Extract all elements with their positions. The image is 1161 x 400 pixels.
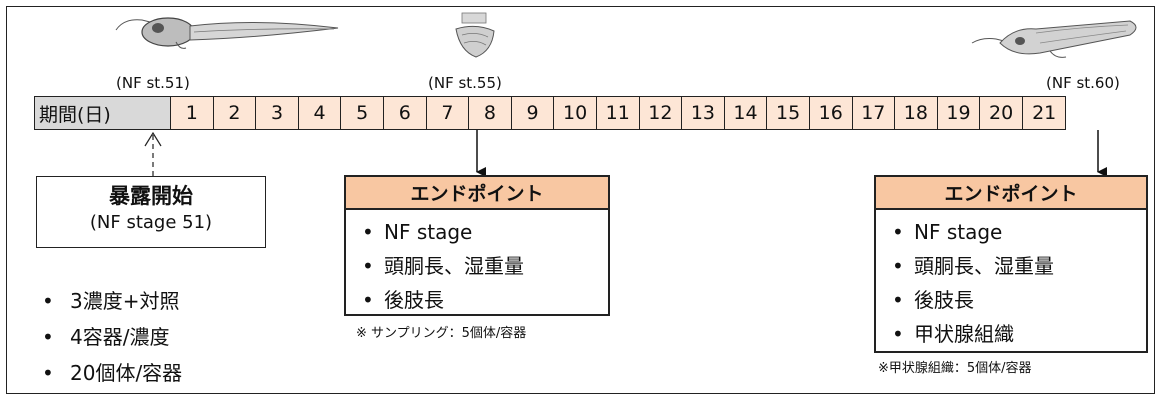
bullet-icon: •	[42, 361, 54, 385]
endpoint-items: • NF stage • 頭胴長、湿重量 • 後肢長	[346, 210, 608, 317]
endpoint-item-text: 後肢長	[914, 288, 974, 312]
stage-label-start: (NF st.51)	[116, 74, 190, 92]
endpoint-item-text: NF stage	[914, 220, 1003, 244]
endpoint-item-text: NF stage	[384, 220, 473, 244]
tadpole-stage51-icon	[115, 17, 339, 49]
endpoint-header: エンドポイント	[346, 177, 608, 210]
timeline-bar: 期間(日) 1 2 3 4 5 6 7 8 9 10 11 12 13 14 1…	[34, 96, 1067, 130]
list-item: • 後肢長	[892, 283, 1146, 317]
timeline-day-cell: 4	[298, 97, 342, 129]
timeline-day-cell: 10	[554, 97, 597, 129]
list-item: • 後肢長	[362, 283, 608, 317]
endpoint-header: エンドポイント	[876, 177, 1146, 210]
condition-text: 4容器/濃度	[70, 325, 170, 349]
sampling-note: ※ サンプリング：5個体/容器	[356, 326, 527, 341]
list-item: • 頭胴長、湿重量	[362, 249, 608, 283]
exposure-subtitle: (NF stage 51)	[89, 212, 213, 233]
condition-text: 3濃度+対照	[70, 289, 180, 313]
list-item: • 甲状腺組織	[892, 317, 1146, 351]
list-item: • 頭胴長、湿重量	[892, 249, 1146, 283]
timeline-day-cell: 9	[511, 97, 555, 129]
endpoint-item-text: 甲状腺組織	[914, 322, 1014, 346]
list-item: • 4容器/濃度	[42, 319, 182, 355]
conditions-list: • 3濃度+対照 • 4容器/濃度 • 20個体/容器	[42, 283, 182, 391]
timeline-day-cell: 11	[596, 97, 640, 129]
tadpole-stage55-icon	[455, 12, 495, 58]
bullet-icon: •	[362, 220, 374, 244]
list-item: • 3濃度+対照	[42, 283, 182, 319]
list-item: • 20個体/容器	[42, 355, 182, 391]
timeline-day-cell: 7	[426, 97, 470, 129]
exposure-title: 暴露開始	[109, 184, 193, 208]
list-item: • NF stage	[892, 215, 1146, 249]
condition-text: 20個体/容器	[70, 361, 183, 385]
timeline-day-cell: 17	[852, 97, 896, 129]
timeline-day-cell: 15	[767, 97, 810, 129]
timeline-day-cell: 12	[639, 97, 683, 129]
endpoint-item-text: 頭胴長、湿重量	[914, 254, 1054, 278]
timeline-day-cell: 18	[895, 97, 938, 129]
bullet-icon: •	[892, 254, 904, 278]
timeline-day-cell: 2	[213, 97, 257, 129]
endpoint-box-day21: エンドポイント • NF stage • 頭胴長、湿重量 • 後肢長 • 甲状腺組織	[874, 175, 1148, 353]
timeline-header-cell: 期間(日)	[35, 97, 171, 129]
bullet-icon: •	[42, 325, 54, 349]
timeline-day-cell: 6	[383, 97, 427, 129]
bullet-icon: •	[362, 288, 374, 312]
bullet-icon: •	[42, 289, 54, 313]
timeline-day-cell: 5	[341, 97, 384, 129]
stage-label-mid: (NF st.55)	[428, 74, 502, 92]
timeline-day-cell: 19	[937, 97, 981, 129]
timeline-day-cell: 16	[809, 97, 853, 129]
bullet-icon: •	[892, 288, 904, 312]
bullet-icon: •	[362, 254, 374, 278]
stage-label-end: (NF st.60)	[1046, 74, 1120, 92]
bullet-icon: •	[892, 220, 904, 244]
timeline-day-cell: 8	[469, 97, 512, 129]
endpoint-item-text: 頭胴長、湿重量	[384, 254, 524, 278]
timeline-day-cell: 20	[980, 97, 1023, 129]
timeline-day-cell: 14	[724, 97, 768, 129]
timeline-day-cell: 21	[1022, 97, 1066, 129]
timeline-day-cell: 13	[682, 97, 725, 129]
endpoint-items: • NF stage • 頭胴長、湿重量 • 後肢長 • 甲状腺組織	[876, 210, 1146, 351]
list-item: • NF stage	[362, 215, 608, 249]
endpoint-item-text: 後肢長	[384, 288, 444, 312]
timeline-day-cell: 1	[171, 97, 214, 129]
thyroid-sampling-note: ※甲状腺組織：5個体/容器	[878, 361, 1032, 376]
endpoint-box-day7: エンドポイント • NF stage • 頭胴長、湿重量 • 後肢長	[344, 175, 610, 316]
timeline-day-cell: 3	[256, 97, 299, 129]
bullet-icon: •	[892, 322, 904, 346]
tadpole-stage60-icon	[971, 20, 1137, 58]
exposure-start-box: 暴露開始 (NF stage 51)	[36, 176, 266, 248]
